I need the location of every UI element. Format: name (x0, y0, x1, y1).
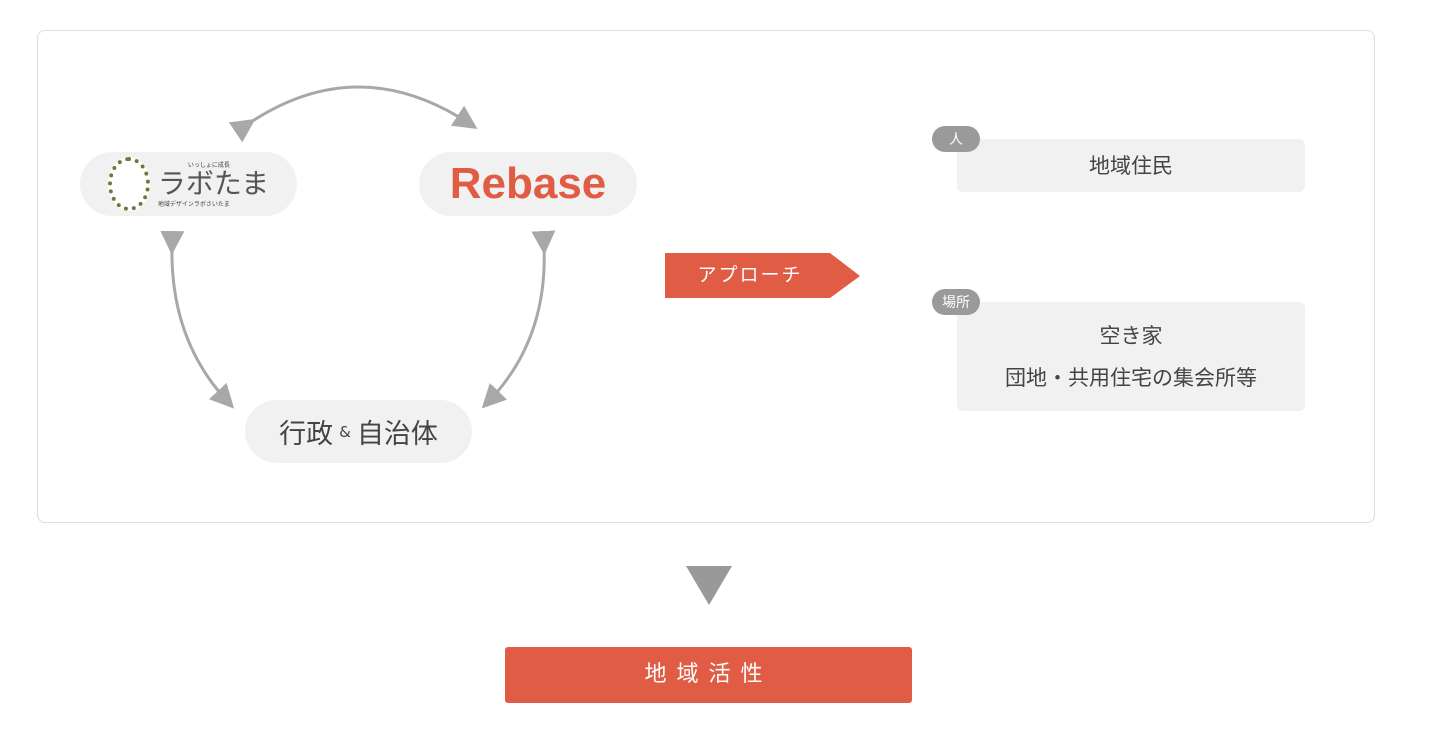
target-tag-place: 場所 (932, 289, 980, 315)
logo-text-group: いっしょに成長 ラボたま 地域デザインラボさいたま (158, 160, 269, 208)
logo-tagline: いっしょに成長 (187, 162, 230, 169)
egg-logo-icon (107, 157, 150, 211)
target-line: 空き家 (1099, 323, 1163, 348)
target-place-box: 空き家 団地・共用住宅の集会所等 (957, 302, 1305, 411)
amp: & (339, 422, 351, 441)
target-people-box: 地域住民 (957, 139, 1305, 192)
rebase-logo: Rebase (419, 152, 637, 216)
diagram-frame (37, 30, 1375, 523)
target-line: 地域住民 (1089, 153, 1173, 178)
approach-arrow-shape (665, 253, 860, 298)
gov-label: 行政 (279, 419, 334, 450)
government-node: 行政 & 自治体 (245, 400, 472, 463)
target-line: 団地・共用住宅の集会所等 (1005, 365, 1257, 390)
target-tag-people: 人 (932, 126, 980, 152)
approach-label: アプローチ (697, 264, 803, 286)
result-banner: 地域活性 (505, 647, 912, 703)
arrow-top (228, 85, 478, 143)
labotama-logo: いっしょに成長 ラボたま 地域デザインラボさいたま (80, 152, 297, 216)
logo-subtitle: 地域デザインラボさいたま (157, 201, 230, 208)
arrow-left (160, 230, 235, 409)
municipality-label: 自治体 (356, 419, 438, 450)
arrow-right (481, 230, 556, 409)
rebase-text: Rebase (449, 159, 607, 208)
logo-name: ラボたま (157, 167, 270, 200)
down-triangle-icon (686, 566, 732, 605)
